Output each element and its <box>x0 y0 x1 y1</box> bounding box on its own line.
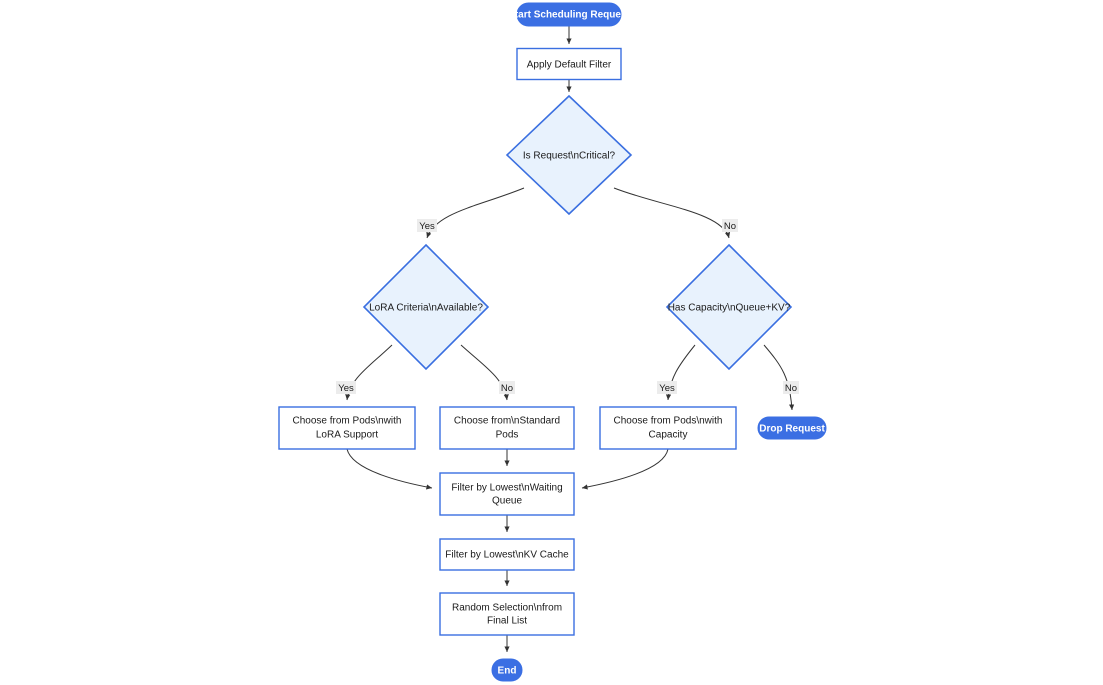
node-filter-by-lowest-kv-cache[interactable]: Filter by Lowest\nKV Cache <box>439 538 575 571</box>
node-has-capacity-queue-kv-shape[interactable] <box>665 243 793 371</box>
node-apply-default-filter[interactable]: Apply Default Filter <box>516 47 622 81</box>
node-has-capacity-queue-kv[interactable]: Has Capacity\nQueue+KV? <box>665 243 793 371</box>
edge-label-lora-no: No <box>499 381 515 394</box>
edge-has-capacity-to-choose-capacity <box>665 344 696 401</box>
node-filter-kv-label: Filter by Lowest\nKV Cache <box>445 550 569 561</box>
node-lora-criteria-available[interactable]: LoRA Criteria\nAvailable? <box>362 243 490 371</box>
node-filter-by-lowest-waiting-queue[interactable]: Filter by Lowest\nWaiting Queue <box>439 472 575 516</box>
node-random-selection-label-line1: Random Selection\nfrom <box>452 603 562 614</box>
edge-has-capacity-to-drop-request <box>763 344 795 411</box>
node-lora-criteria-available-shape[interactable] <box>362 243 490 371</box>
node-choose-lora-label-line1: Choose from Pods\nwith <box>293 416 402 427</box>
node-choose-lora-label-line2: LoRA Support <box>316 430 378 441</box>
edges-layer <box>345 26 795 653</box>
node-drop-request-label: Drop Request <box>759 424 825 435</box>
node-is-request-critical[interactable]: Is Request\nCritical? <box>505 94 633 216</box>
node-choose-from-pods-with-capacity-shape[interactable] <box>599 406 737 450</box>
edge-lora-criteria-to-choose-lora <box>345 344 393 401</box>
node-random-selection-from-final-list-shape[interactable] <box>439 592 575 636</box>
node-is-request-critical-label: Is Request\nCritical? <box>523 151 616 162</box>
edge-label-capacity-yes-text: Yes <box>659 383 675 394</box>
node-choose-from-pods-with-capacity[interactable]: Choose from Pods\nwith Capacity <box>599 406 737 450</box>
node-filter-queue-label-line2: Queue <box>492 496 522 507</box>
node-filter-by-lowest-kv-cache-shape[interactable] <box>439 538 575 571</box>
node-start-label: Start Scheduling Request <box>508 10 630 21</box>
node-choose-capacity-label-line2: Capacity <box>649 430 688 441</box>
node-drop-request-shape[interactable] <box>757 416 827 440</box>
node-drop-request[interactable]: Drop Request <box>757 416 827 440</box>
edge-label-critical-yes: Yes <box>417 219 437 232</box>
edge-choose-capacity-to-filter-queue <box>581 448 669 490</box>
node-choose-from-standard-pods[interactable]: Choose from\nStandard Pods <box>439 406 575 450</box>
edge-choose-lora-to-filter-queue <box>346 448 433 490</box>
edge-label-lora-yes-text: Yes <box>338 383 354 394</box>
node-end-shape[interactable] <box>491 658 523 682</box>
node-choose-standard-label-line1: Choose from\nStandard <box>454 416 560 427</box>
edge-label-capacity-yes: Yes <box>657 381 677 394</box>
edge-is-critical-to-has-capacity <box>613 187 731 239</box>
edge-label-capacity-no-text: No <box>785 383 797 394</box>
node-choose-capacity-label-line1: Choose from Pods\nwith <box>614 416 723 427</box>
edge-label-critical-yes-bg <box>417 219 437 232</box>
node-choose-from-standard-pods-shape[interactable] <box>439 406 575 450</box>
node-apply-default-filter-shape[interactable] <box>516 47 622 81</box>
node-filter-by-lowest-waiting-queue-shape[interactable] <box>439 472 575 516</box>
edge-label-critical-no: No <box>722 219 738 232</box>
node-end[interactable]: End <box>491 658 523 682</box>
node-start[interactable]: Start Scheduling Request <box>508 2 631 27</box>
edge-label-critical-no-text: No <box>724 221 736 232</box>
edge-label-critical-no-bg <box>722 219 738 232</box>
edge-label-lora-yes: Yes <box>336 381 356 394</box>
node-filter-queue-label-line1: Filter by Lowest\nWaiting <box>451 483 562 494</box>
node-start-shape[interactable] <box>516 2 622 27</box>
node-choose-standard-label-line2: Pods <box>496 430 519 441</box>
node-choose-from-pods-with-lora-support[interactable]: Choose from Pods\nwith LoRA Support <box>278 406 416 450</box>
node-random-selection-from-final-list[interactable]: Random Selection\nfrom Final List <box>439 592 575 636</box>
edge-label-capacity-no-bg <box>783 381 799 394</box>
node-random-selection-label-line2: Final List <box>487 616 527 627</box>
edge-label-capacity-yes-bg <box>657 381 677 394</box>
edge-label-lora-yes-bg <box>336 381 356 394</box>
edge-is-critical-to-lora-criteria <box>426 187 525 239</box>
node-choose-from-pods-with-lora-support-shape[interactable] <box>278 406 416 450</box>
node-lora-criteria-available-label: LoRA Criteria\nAvailable? <box>369 303 483 314</box>
edge-label-lora-no-bg <box>499 381 515 394</box>
node-end-label: End <box>498 666 517 677</box>
node-is-request-critical-shape[interactable] <box>505 94 633 216</box>
edge-label-critical-yes-text: Yes <box>419 221 435 232</box>
edge-label-lora-no-text: No <box>501 383 513 394</box>
node-has-capacity-queue-kv-label: Has Capacity\nQueue+KV? <box>668 303 791 314</box>
nodes-layer: Start Scheduling Request Apply Default F… <box>278 2 827 682</box>
node-apply-default-filter-label: Apply Default Filter <box>527 60 612 71</box>
edge-label-capacity-no: No <box>783 381 799 394</box>
edge-labels-layer: Yes No Yes No Yes No <box>336 219 799 394</box>
edge-lora-criteria-to-choose-standard <box>460 344 509 401</box>
